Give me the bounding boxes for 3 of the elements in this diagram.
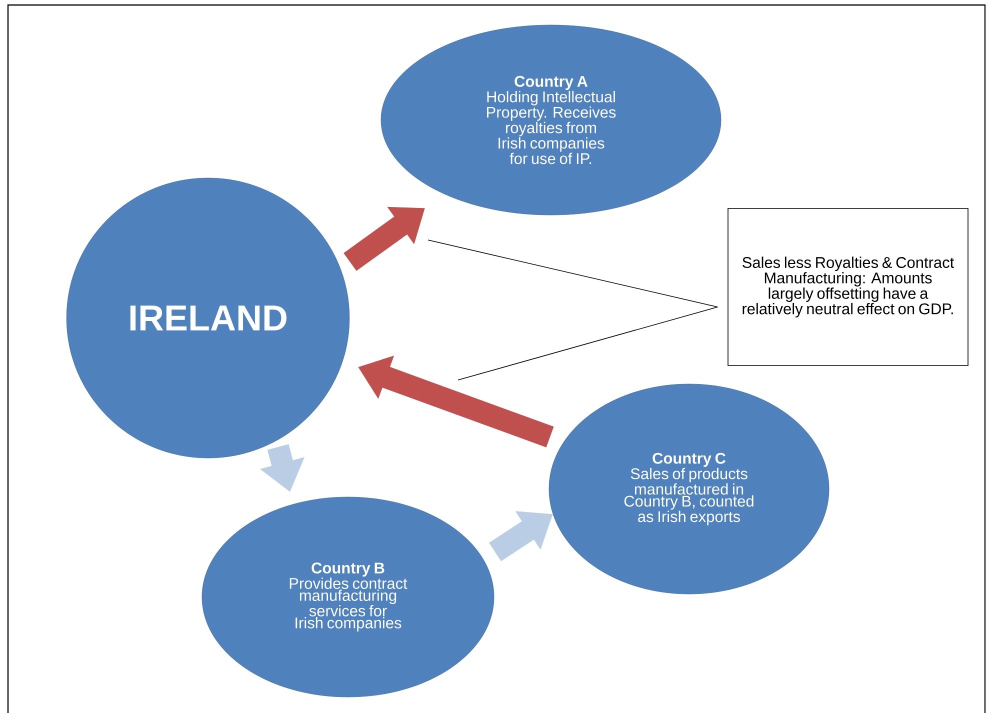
leader-line (428, 240, 718, 308)
leader-line (458, 306, 718, 380)
note-box: Sales less Royalties & Contract Manufacturing: Amounts largely offsetting have a relatively neutral effect on GDP. (728, 208, 968, 366)
